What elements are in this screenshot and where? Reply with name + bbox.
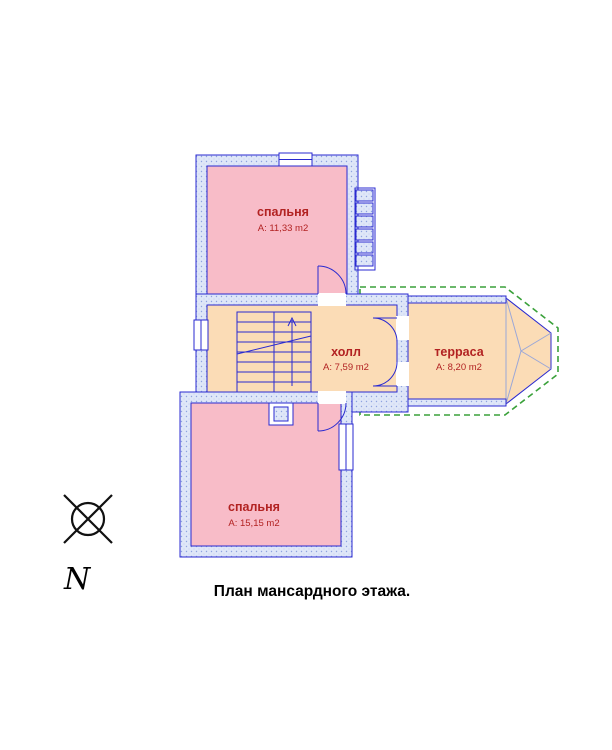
bedroom-bottom-area: A: 15,15 m2: [228, 518, 279, 529]
terrace-dashed-outline: [359, 286, 559, 416]
plan-title: План мансардного этажа.: [214, 583, 410, 600]
terrace-area: A: 8,20 m2: [436, 362, 482, 373]
door-opening-terrace-top: [396, 316, 409, 340]
stairs-break-line: [236, 335, 312, 355]
compass-cross-line: [63, 494, 113, 544]
stack-cell: [355, 215, 374, 228]
windows: [193, 152, 354, 471]
roof-window-stack: [354, 187, 376, 271]
stack-cell: [355, 189, 374, 202]
stairs-arrow-head: [287, 316, 297, 327]
hall-area: A: 7,59 m2: [323, 362, 369, 373]
stack-cell: [355, 228, 374, 241]
terrace-hip-line: [505, 350, 522, 405]
bedroom-top-area: A: 11,33 m2: [258, 223, 309, 234]
terrace-hip-line: [520, 332, 552, 352]
bedroom-bottom-name: спальня: [228, 500, 280, 514]
stack-cell: [355, 202, 374, 215]
door-opening-bedroom-top: [318, 293, 346, 306]
terrace-hip-line: [520, 350, 552, 370]
terrace-railing-top: [407, 295, 507, 304]
chimney: [268, 402, 294, 426]
door-arc: [372, 361, 398, 387]
stack-cell: [355, 241, 374, 254]
door-arc: [317, 402, 347, 432]
stack-outline: [354, 187, 376, 271]
stairs: [236, 311, 312, 393]
room-hall: [206, 304, 398, 393]
stack-cell: [355, 254, 374, 267]
chimney-inner: [273, 406, 289, 422]
terrace: [359, 286, 559, 416]
room-bedroom-top: [206, 165, 348, 295]
compass-icon: [63, 494, 113, 544]
door-opening-terrace-bottom: [396, 362, 409, 386]
bedroom-top-name: спальня: [257, 205, 309, 219]
terrace-name: терраса: [434, 345, 484, 359]
compass-circle: [70, 501, 106, 537]
terrace-hip-line: [505, 297, 522, 352]
terrace-railing-bottom: [407, 398, 507, 407]
door-arc: [317, 265, 347, 295]
door-arc: [372, 317, 398, 343]
room-bedroom-bottom: [190, 402, 342, 547]
doors: [317, 265, 409, 432]
door-opening-bedroom-bottom: [318, 391, 346, 404]
north-label: N: [63, 562, 92, 597]
hall-name: холл: [331, 345, 361, 359]
